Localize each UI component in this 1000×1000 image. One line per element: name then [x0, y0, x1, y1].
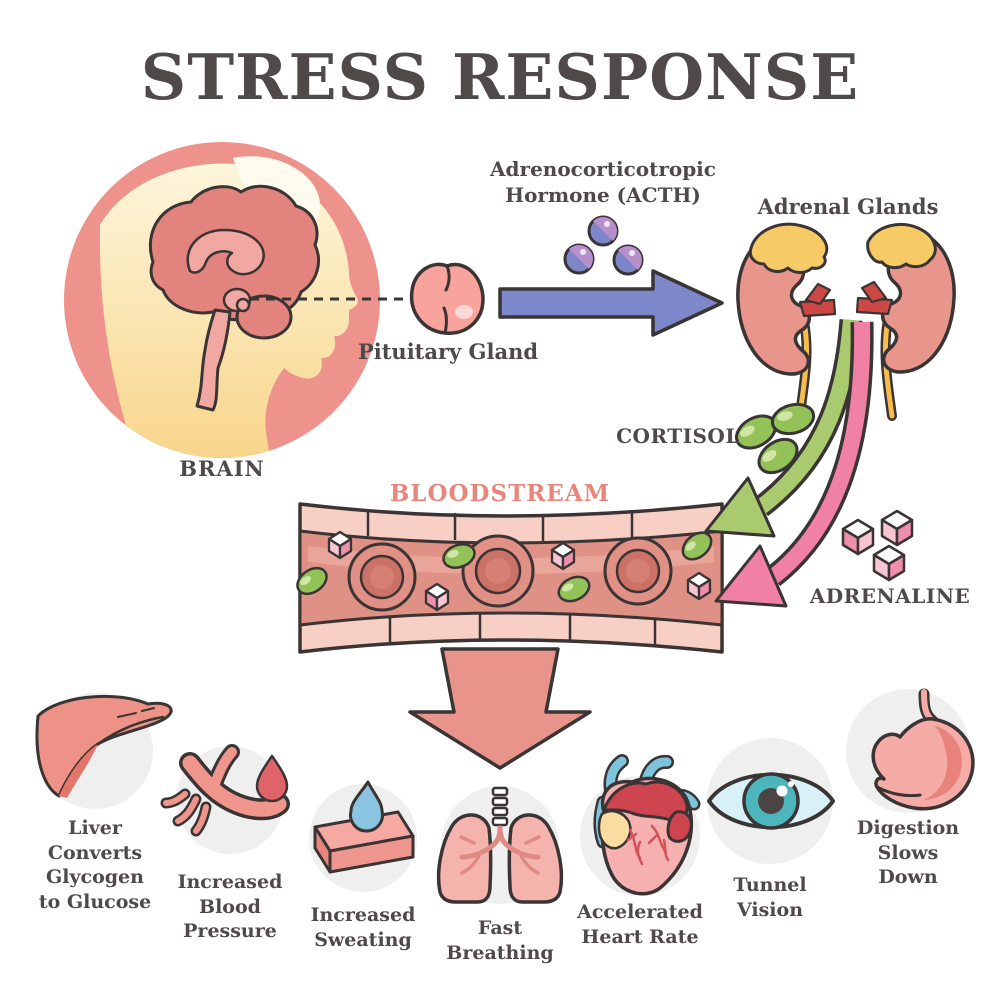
adrenal-glands-label: Adrenal Glands — [757, 194, 939, 219]
adrenal-glands-illustration — [736, 222, 956, 421]
cortisol-in-blood — [296, 531, 713, 603]
liver-icon — [35, 694, 173, 798]
cortisol-label: CORTISOL — [616, 424, 740, 448]
stomach-icon — [871, 688, 975, 811]
skin-sweat-icon — [313, 780, 415, 874]
artery-drop-icon — [160, 744, 290, 837]
acth-molecules-icon — [563, 215, 644, 276]
bloodstream-label: BLOODSTREAM — [389, 480, 611, 507]
effect-label-breathing: Fast Breathing — [446, 917, 554, 964]
cortisol-arrow — [704, 319, 863, 538]
effect-label-tunnel-vision: Tunnel Vision — [733, 874, 807, 921]
adrenaline-in-blood — [327, 530, 712, 612]
effects-arrow — [408, 647, 592, 770]
effect-label-blood-pressure: Increased Blood Pressure — [177, 871, 283, 943]
adrenaline-arrow — [714, 321, 874, 608]
pituitary-gland-icon — [409, 262, 485, 335]
effect-label-sweating: Increased Sweating — [310, 904, 416, 951]
red-blood-cells — [347, 534, 673, 612]
brain-label: BRAIN — [179, 456, 265, 481]
adrenaline-label: ADRENALINE — [809, 584, 971, 608]
heart-icon — [593, 754, 701, 896]
eye-icon — [707, 772, 835, 830]
pituitary-label: Pituitary Gland — [357, 339, 539, 364]
bloodstream-illustration — [296, 502, 724, 654]
cortisol-molecules-icon — [735, 402, 816, 475]
acth-label: Adrenocorticotropic Hormone (ACTH) — [490, 157, 716, 207]
page-title: STRESS RESPONSE — [140, 40, 860, 114]
brain-illustration — [64, 142, 380, 458]
adrenaline-molecules-icon — [841, 509, 914, 582]
acth-arrow — [498, 269, 724, 337]
effect-label-liver: Liver Converts Glycogen to Glucose — [38, 817, 152, 914]
lungs-icon — [436, 786, 564, 904]
effect-label-digestion: Digestion Slows Down — [856, 817, 960, 889]
effect-label-heart-rate: Accelerated Heart Rate — [577, 901, 703, 948]
